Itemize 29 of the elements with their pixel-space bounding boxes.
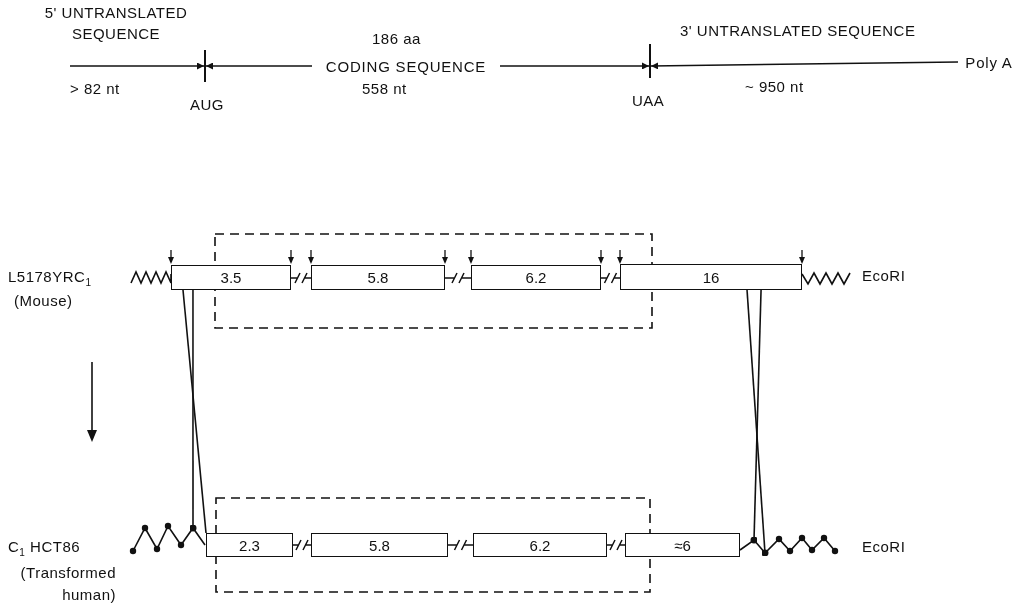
exon-box: 16: [620, 264, 802, 290]
cell-line-label: C$_{1}$ HCT86: [8, 538, 81, 558]
exon-box: 5.8: [311, 265, 445, 290]
length-label: 558 nt: [362, 80, 407, 97]
arrow: [499, 62, 650, 70]
length-label: > 82 nt: [70, 80, 120, 97]
region-label: 5' UNTRANSLATED SEQUENCE: [43, 3, 189, 44]
exon-box: 3.5: [171, 265, 291, 290]
exon-box: 5.8: [311, 533, 448, 557]
arrow: [69, 62, 205, 70]
length-label: 186 aa: [372, 30, 421, 47]
species-label: (Mouse): [14, 292, 73, 309]
codon-label: UAA: [632, 92, 665, 109]
exon-box: 6.2: [471, 265, 601, 290]
arrow: [650, 61, 959, 70]
exon-box: ≈6: [625, 533, 740, 557]
exon-box: 6.2: [473, 533, 607, 557]
enzyme-label: EcoRI: [862, 538, 906, 555]
stop-codon-tick: [649, 44, 651, 78]
region-label: 3' UNTRANSLATED SEQUENCE: [680, 22, 916, 39]
arrow: [205, 62, 313, 70]
cell-line-label: L5178YRC$_{1}$: [8, 268, 92, 288]
start-codon-tick: [204, 50, 206, 82]
species-label: (Transformed human): [19, 563, 116, 605]
length-label: ~ 950 nt: [745, 78, 804, 95]
mapping-line: [182, 289, 207, 534]
enzyme-label: EcoRI: [862, 267, 906, 284]
exon-box: 2.3: [206, 533, 293, 557]
codon-label: AUG: [190, 96, 224, 113]
